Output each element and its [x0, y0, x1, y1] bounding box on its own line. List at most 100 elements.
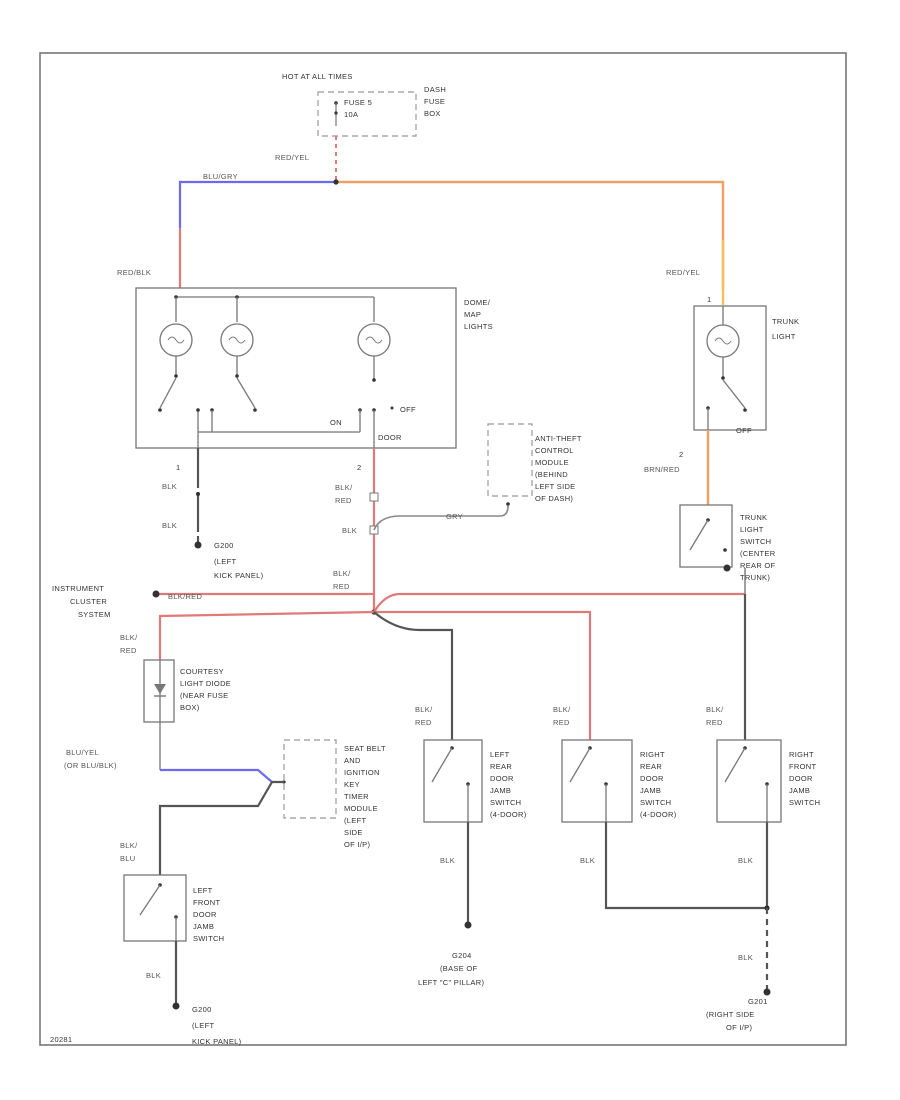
door-circuit: 2 BLK/ RED BLK GRY ANTI-THEFT CONTROL MO…	[333, 423, 582, 615]
blk-rr-label: BLK	[580, 856, 595, 865]
blk-red-mid-label-1: BLK/	[333, 569, 351, 578]
fuse-box: HOT AT ALL TIMES FUSE 5 10A DASH FUSE BO…	[282, 72, 446, 137]
pin-1-trunk: 1	[707, 295, 711, 304]
blu-gry-label: BLU/GRY	[203, 172, 238, 181]
blk-red-mid-label-2: RED	[333, 582, 350, 591]
anti-theft-label-4: (BEHIND	[535, 470, 568, 479]
trunk-switch-label-3: SWITCH	[740, 537, 771, 546]
fuse-5-label: FUSE 5	[344, 98, 372, 107]
blu-yel-label-1: BLU/YEL	[66, 748, 99, 757]
pin-1-dome: 1	[176, 463, 180, 472]
anti-theft-label-1: ANTI-THEFT	[535, 434, 582, 443]
instrument-cluster-label-2: CLUSTER	[70, 597, 107, 606]
g200-bottom-label-2: (LEFT	[192, 1021, 214, 1030]
red-yel-top-label: RED/YEL	[275, 153, 309, 162]
main-bus: INSTRUMENT CLUSTER SYSTEM BLK/RED	[52, 568, 747, 740]
anti-theft-label-6: OF DASH)	[535, 494, 573, 503]
left-rear-door-switch: BLK/ RED LEFT REAR DOOR JAMB SWITCH (4-D…	[415, 705, 527, 987]
door-label: DOOR	[378, 433, 402, 442]
dome-map-label-2: MAP	[464, 310, 481, 319]
blk-blu-label-2: BLU	[120, 854, 136, 863]
right-rear-door-label-2: REAR	[640, 762, 662, 771]
left-front-door-label-5: SWITCH	[193, 934, 224, 943]
blk-red-lr-label-1: BLK/	[415, 705, 433, 714]
diagram-code: 20281	[50, 1035, 72, 1044]
seat-belt-label-9: OF I/P)	[344, 840, 370, 849]
left-rear-door-label-2: REAR	[490, 762, 512, 771]
seat-belt-label-2: AND	[344, 756, 361, 765]
left-front-door-label-4: JAMB	[193, 922, 214, 931]
blk-red-rf-label-1: BLK/	[706, 705, 724, 714]
g200-top-label-1: G200	[214, 541, 234, 550]
on-label: ON	[330, 418, 342, 427]
anti-theft-label-3: MODULE	[535, 458, 569, 467]
right-front-door-label-4: JAMB	[789, 786, 810, 795]
brn-red-label: BRN/RED	[644, 465, 680, 474]
courtesy-diode-label-1: COURTESY	[180, 667, 224, 676]
gry-label: GRY	[446, 512, 463, 521]
left-front-door-switch: LEFT FRONT DOOR JAMB SWITCH BLK G200 (LE…	[123, 874, 241, 1046]
left-front-door-label-1: LEFT	[193, 886, 213, 895]
anti-theft-label-5: LEFT SIDE	[535, 482, 576, 491]
dome-map-label-1: DOME/	[464, 298, 491, 307]
seat-belt-label-3: IGNITION	[344, 768, 380, 777]
off-label: OFF	[400, 405, 416, 414]
g204-label-1: G204	[452, 951, 472, 960]
courtesy-light-diode: BLK/ RED COURTESY LIGHT DIODE (NEAR FUSE…	[64, 633, 273, 783]
right-front-door-switch: BLK/ RED RIGHT FRONT DOOR JAMB SWITCH BL…	[706, 705, 820, 1032]
trunk-switch-label-6: TRUNK)	[740, 573, 770, 582]
left-rear-door-label-1: LEFT	[490, 750, 510, 759]
blk-rf-label: BLK	[738, 856, 753, 865]
blk-left-front-label: BLK	[146, 971, 161, 980]
blk-red-courtesy-label-2: RED	[120, 646, 137, 655]
right-rear-door-label-1: RIGHT	[640, 750, 665, 759]
seat-belt-label-5: TIMER	[344, 792, 369, 801]
blk-red-rr-label-1: BLK/	[553, 705, 571, 714]
dash-fuse-box-label-3: BOX	[424, 109, 441, 118]
blk-wire-1-label: BLK	[162, 482, 177, 491]
right-front-door-label-1: RIGHT	[789, 750, 814, 759]
anti-theft-label-2: CONTROL	[535, 446, 574, 455]
g200-top-label-2: (LEFT	[214, 557, 236, 566]
blk-red-ic-label: BLK/RED	[168, 592, 202, 601]
trunk-light-switch: TRUNK LIGHT SWITCH (CENTER REAR OF TRUNK…	[679, 504, 776, 582]
blk-red-door-label-2: RED	[335, 496, 352, 505]
right-rear-door-label-6: (4-DOOR)	[640, 810, 677, 819]
dash-fuse-box-label-2: FUSE	[424, 97, 445, 106]
left-rear-door-label-5: SWITCH	[490, 798, 521, 807]
right-front-door-label-2: FRONT	[789, 762, 816, 771]
red-yel-trunk-label: RED/YEL	[666, 268, 700, 277]
seat-belt-label-7: (LEFT	[344, 816, 366, 825]
instrument-cluster-label-1: INSTRUMENT	[52, 584, 104, 593]
blk-g201-label: BLK	[738, 953, 753, 962]
left-rear-door-label-4: JAMB	[490, 786, 511, 795]
fuse-amp-label: 10A	[344, 110, 358, 119]
seat-belt-module: SEAT BELT AND IGNITION KEY TIMER MODULE …	[120, 739, 386, 875]
g204-label-2: (BASE OF	[440, 964, 478, 973]
trunk-switch-label-4: (CENTER	[740, 549, 776, 558]
pin-2-dome: 2	[357, 463, 361, 472]
trunk-switch-label-1: TRUNK	[740, 513, 767, 522]
g201-label-3: OF I/P)	[726, 1023, 752, 1032]
courtesy-diode-label-4: BOX)	[180, 703, 200, 712]
trunk-light-label-2: LIGHT	[772, 332, 796, 341]
top-wiring: RED/YEL BLU/GRY RED/BLK RED/YEL	[117, 136, 725, 305]
blk-wire-2-label: BLK	[162, 521, 177, 530]
pin-2-trunk: 2	[679, 450, 683, 459]
g200-bottom-label-1: G200	[192, 1005, 212, 1014]
trunk-off-label: OFF	[736, 426, 752, 435]
diagram-frame	[39, 52, 847, 1046]
courtesy-diode-label-3: (NEAR FUSE	[180, 691, 228, 700]
dome-ground-circuit: 1 BLK BLK G200 (LEFT KICK PANEL)	[162, 448, 263, 580]
hot-at-all-times-label: HOT AT ALL TIMES	[282, 72, 353, 81]
left-rear-door-label-6: (4-DOOR)	[490, 810, 527, 819]
trunk-switch-label-5: REAR OF	[740, 561, 776, 570]
right-rear-door-label-4: JAMB	[640, 786, 661, 795]
right-rear-door-label-3: DOOR	[640, 774, 664, 783]
g201-label-1: G201	[748, 997, 768, 1006]
right-front-door-label-5: SWITCH	[789, 798, 820, 807]
trunk-switch-label-2: LIGHT	[740, 525, 764, 534]
blk-red-lr-label-2: RED	[415, 718, 432, 727]
right-rear-door-switch: BLK/ RED RIGHT REAR DOOR JAMB SWITCH (4-…	[553, 705, 768, 910]
